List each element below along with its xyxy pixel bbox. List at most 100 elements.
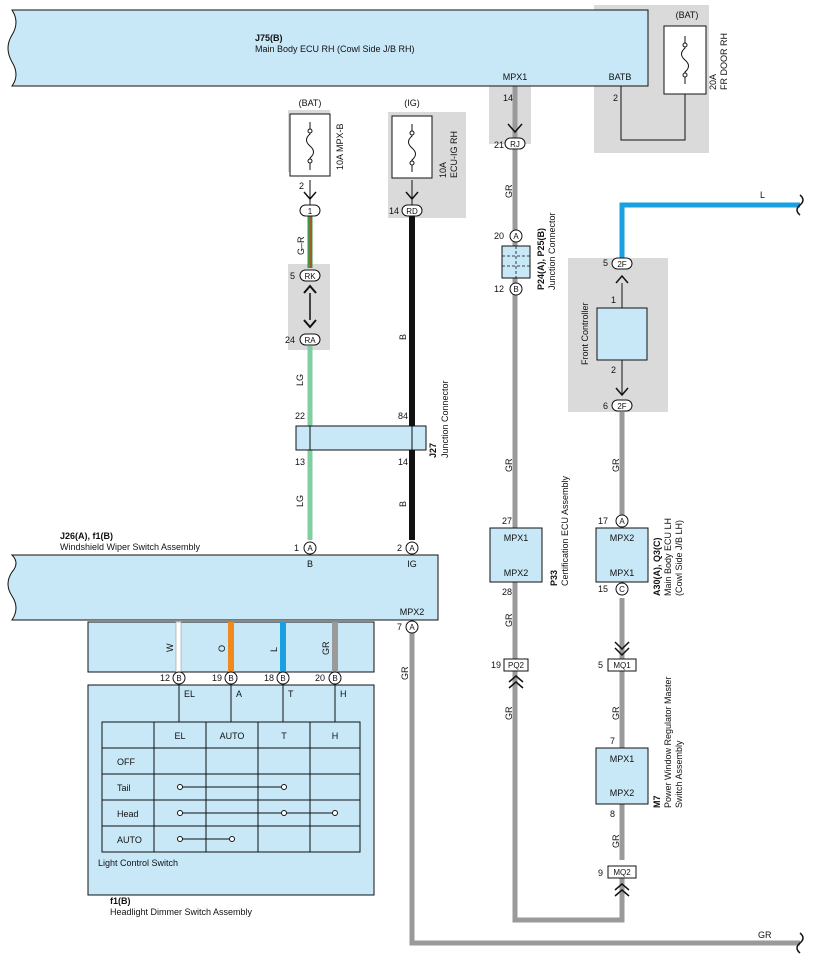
svg-text:B: B: [513, 285, 518, 294]
pin-13-j27: 13: [295, 457, 305, 467]
terminal-a: A: [236, 689, 242, 699]
wire-label-lg-2: LG: [295, 495, 305, 507]
wire-label-gr-3: GR: [611, 458, 621, 472]
pin-1-fc: 1: [611, 295, 616, 305]
front-controller: [596, 307, 648, 361]
pin-20-p24: 20: [494, 231, 504, 241]
pin-12-p24: 12: [494, 284, 504, 294]
svg-text:IG: IG: [407, 559, 417, 569]
svg-text:B: B: [280, 674, 285, 683]
connector-2f-bottom: [611, 399, 633, 412]
pin-22-j27: 22: [295, 411, 305, 421]
f1-code: f1(B): [110, 896, 131, 906]
pin-14-j27: 14: [398, 457, 408, 467]
pin-21-rj: 21: [494, 140, 504, 150]
connector-1: [299, 204, 321, 217]
connector-mq2: [607, 865, 637, 879]
connector-a-j26-1: [303, 541, 317, 555]
col-el: EL: [174, 731, 185, 741]
connector-rk-label: RK: [304, 272, 316, 281]
connector-a-j26-7: [405, 620, 419, 634]
fr-door-pin: 2: [613, 93, 618, 103]
wire-label-gr-1: GR: [504, 184, 514, 198]
connector-b-p24: [509, 282, 523, 296]
connector-arrow-icon: [303, 284, 317, 294]
svg-text:MQ1: MQ1: [613, 661, 631, 670]
pin-28-p33: 28: [502, 587, 512, 597]
row-tail: Tail: [117, 783, 131, 793]
wire-label-lg-1: LG: [295, 374, 305, 386]
pin-24-ra: 24: [285, 335, 295, 345]
svg-text:A: A: [619, 517, 625, 526]
fr-door-rating: 20A: [708, 74, 718, 90]
p24-code: P24(A), P25(B): [536, 228, 546, 290]
wire-label-b-2: B: [398, 501, 408, 507]
pin-19-pq2: 19: [491, 660, 501, 670]
j26-name: Windshield Wiper Switch Assembly: [60, 542, 201, 552]
svg-text:MQ2: MQ2: [613, 868, 631, 877]
svg-text:B: B: [307, 559, 313, 569]
svg-text:B: B: [176, 674, 181, 683]
wire-label-gr-6: GR: [611, 706, 621, 720]
connector-rd: [401, 204, 423, 217]
wire-label-l-switch: L: [269, 647, 279, 652]
row-auto: AUTO: [117, 835, 142, 845]
p33-code: P33: [549, 570, 559, 586]
connector-arrow-icon: [405, 191, 419, 201]
svg-text:A: A: [513, 232, 519, 241]
svg-text:10A MPX-B: 10A MPX-B: [335, 123, 345, 170]
wire-label-o: O: [217, 645, 227, 652]
rj-connector-box: [489, 86, 531, 144]
pin-15-a30: 15: [598, 584, 608, 594]
fuse-icon: [408, 124, 416, 172]
svg-text:A: A: [409, 544, 415, 553]
switch-table: EL AUTO T H OFF Tail Head AUTO: [101, 721, 361, 853]
pin-5-2f: 5: [603, 258, 608, 268]
wire-label-gr-bottom: GR: [758, 930, 772, 940]
svg-text:MPX1: MPX1: [610, 754, 635, 764]
svg-text:MPX1: MPX1: [504, 533, 529, 543]
pin-5-rk: 5: [290, 271, 295, 281]
m7-component: [595, 747, 649, 805]
connector-a-p24: [509, 229, 523, 243]
connector-rk: [299, 269, 321, 282]
ecu-ig-name: ECU-IG RH: [449, 131, 459, 178]
svg-text:MPX1: MPX1: [610, 568, 635, 578]
connector-ra-label: RA: [304, 336, 316, 345]
connector-a-a30: [615, 514, 629, 528]
pin-20-sw: 20: [315, 673, 325, 683]
mpx-b-rating: 10A: [335, 154, 345, 170]
connector-arrow-icon: [614, 641, 630, 657]
pin-2-j26: 2: [397, 543, 402, 553]
col-h: H: [332, 731, 339, 741]
j27-name: Junction Connector: [440, 380, 450, 458]
a30-code: A30(A), Q3(C): [652, 537, 662, 596]
pin-2-fc: 2: [611, 365, 616, 375]
pin-14-mpx1: 14: [503, 93, 513, 103]
svg-text:2F: 2F: [617, 402, 626, 411]
connector-rd-label: RD: [406, 207, 418, 216]
pin-7-m7: 7: [610, 736, 615, 746]
connector-pq2: [503, 658, 529, 672]
j75-pin-batb: BATB: [609, 72, 632, 82]
pin-7-j26: 7: [397, 622, 402, 632]
j27-code: J27: [428, 443, 438, 458]
j75-component: [7, 9, 649, 87]
svg-text:2F: 2F: [617, 260, 626, 269]
connector-arrow-icon: [614, 883, 630, 897]
connector-arrow-icon: [615, 387, 629, 397]
terminal-t: T: [288, 689, 294, 699]
pin-18-sw: 18: [264, 673, 274, 683]
pin-8-m7: 8: [610, 809, 615, 819]
j26-code: J26(A), f1(B): [60, 531, 113, 541]
m7-code: M7: [652, 795, 662, 808]
j75-code: J75(B): [255, 33, 283, 43]
wire-label-b-1: B: [398, 334, 408, 340]
j27-component: [295, 425, 427, 451]
wire-gr-mpx1: [512, 86, 625, 923]
connector-ra: [299, 333, 321, 346]
svg-text:B: B: [332, 674, 337, 683]
pin-14-rd: 14: [389, 206, 399, 216]
connector-a-j26-2: [405, 541, 419, 555]
